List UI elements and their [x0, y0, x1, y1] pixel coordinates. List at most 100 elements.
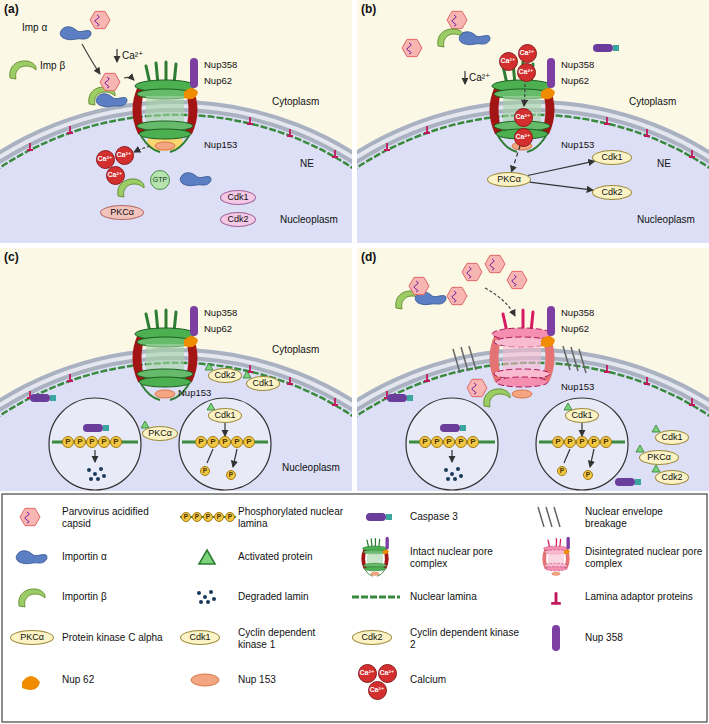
node-label: Ca²⁺ [370, 686, 385, 694]
panel-c-art-part [207, 449, 237, 467]
node-label: P [246, 438, 251, 447]
legend-text: Nup 358 [585, 632, 703, 644]
node-label: Ca²⁺ [380, 669, 395, 677]
legend-art-part [19, 589, 45, 607]
node-label: Cdk1 [601, 153, 622, 163]
legend-text: Lamina adaptor proteins [585, 591, 703, 603]
panel-a-art-part [96, 94, 127, 107]
node-label: Cdk2 [227, 215, 248, 225]
phosphate-bead: P [207, 436, 219, 448]
region-label: Nup62 [561, 324, 589, 334]
phosphate-bead: P [583, 470, 593, 480]
kinase-oval: Cdk1 [208, 408, 242, 423]
panel-a-art-part [82, 44, 100, 74]
legend-text: Cyclin dependent kinase 2 [410, 627, 520, 650]
panel-d-art-part [484, 389, 510, 407]
node-label: Cdk1 [189, 633, 210, 643]
node-label: Cdk2 [601, 188, 622, 198]
kinase-oval: Cdk2 [208, 368, 242, 383]
panel-d-art-part [453, 346, 586, 373]
region-label: Nucleoplasm [282, 462, 340, 473]
region-label: Nup153 [561, 382, 594, 392]
node-label: Ca²⁺ [520, 49, 535, 57]
phosphate-bead: P [431, 436, 443, 448]
node-label: P [195, 513, 199, 520]
panel-d-art-part [444, 467, 463, 481]
panel-c-art-part [49, 398, 141, 490]
node-label: P [65, 438, 70, 447]
region-label: Imp β [40, 60, 65, 71]
node-label: P [579, 438, 584, 447]
region-label: Ca²⁺ [122, 50, 143, 61]
panel-d-art-part [636, 445, 644, 452]
node-label: Ca²⁺ [516, 113, 531, 121]
phosphate-bead: P [231, 436, 243, 448]
node-label: PKCα [497, 175, 521, 185]
node-label: P [228, 513, 232, 520]
panel-b-art-part [459, 32, 490, 45]
phosphate-bead: P [443, 436, 455, 448]
region-label: NE [300, 158, 314, 169]
legend-text: Activated protein [238, 551, 344, 563]
node-label: Ca²⁺ [516, 133, 531, 141]
legend-art-part [352, 596, 400, 599]
panel-d-art-part [485, 288, 515, 316]
node-label: Cdk2 [214, 371, 235, 381]
calcium-ion: Ca²⁺ [115, 146, 134, 165]
node-label: P [77, 438, 82, 447]
legend-art-part [538, 507, 560, 527]
panel-d-art-part [409, 277, 429, 294]
panel-a-art-part [124, 77, 134, 80]
node-label: PKCα [148, 429, 172, 439]
node-label: P [458, 438, 463, 447]
region-label: Imp α [22, 22, 47, 33]
phosphate-bead: P [557, 466, 567, 476]
panel-a-art-part [90, 11, 110, 28]
legend-text: Intact nuclear pore complex [410, 546, 520, 569]
phosphate-bead: P [110, 436, 122, 448]
node-label: P [470, 438, 475, 447]
legend-text: Nup 62 [62, 674, 170, 686]
kinase-oval: Cdk1 [220, 190, 256, 205]
panel-a-art-part [133, 58, 199, 152]
region-label: NE [657, 158, 671, 169]
panel-b-art-part [593, 44, 619, 52]
phosphate-bead: P [195, 436, 207, 448]
kinase-oval: Cdk2 [220, 212, 256, 227]
kinase-oval: Cdk1 [246, 376, 280, 391]
legend-text: Caspase 3 [410, 511, 520, 523]
legend-text: Phosphorylated nuclear lamina [238, 506, 344, 529]
phosphate-bead: P [181, 512, 191, 522]
node-label: PKCα [110, 208, 134, 218]
legend-text: Nuclear lamina [410, 591, 520, 603]
legend-art-part [191, 674, 219, 686]
legend-text: Cyclin dependent kinase 1 [238, 627, 344, 650]
phosphate-bead: P [552, 436, 564, 448]
node-label: Ca²⁺ [108, 171, 123, 179]
phosphate-bead: P [203, 512, 213, 522]
panel-d-art-part [387, 394, 413, 402]
calcium-ion: Ca²⁺ [514, 108, 533, 127]
node-label: Cdk1 [227, 193, 248, 203]
calcium-ion: Ca²⁺ [358, 664, 377, 683]
node-label: P [206, 513, 210, 520]
node-label: Cdk1 [661, 433, 682, 443]
node-label: P [101, 438, 106, 447]
legend-text: Nuclear envelope breakage [585, 506, 703, 529]
panel-d-art-part [467, 379, 487, 396]
calcium-ion: Ca²⁺ [368, 681, 387, 700]
region-label: Cytoplasm [629, 96, 676, 107]
node-label: Cdk2 [661, 473, 682, 483]
node-label: P [217, 513, 221, 520]
legend-art-part [366, 513, 392, 521]
panel-d-art-part [615, 478, 641, 486]
phosphate-bead: P [214, 512, 224, 522]
node-label: P [567, 438, 572, 447]
node-label: PKCα [647, 453, 671, 463]
panel-a-art-part [180, 173, 211, 186]
node-label: Cdk1 [571, 411, 592, 421]
legend-art-part [22, 676, 40, 690]
node-label: GTP [153, 176, 167, 184]
node-label: Ca²⁺ [360, 669, 375, 677]
